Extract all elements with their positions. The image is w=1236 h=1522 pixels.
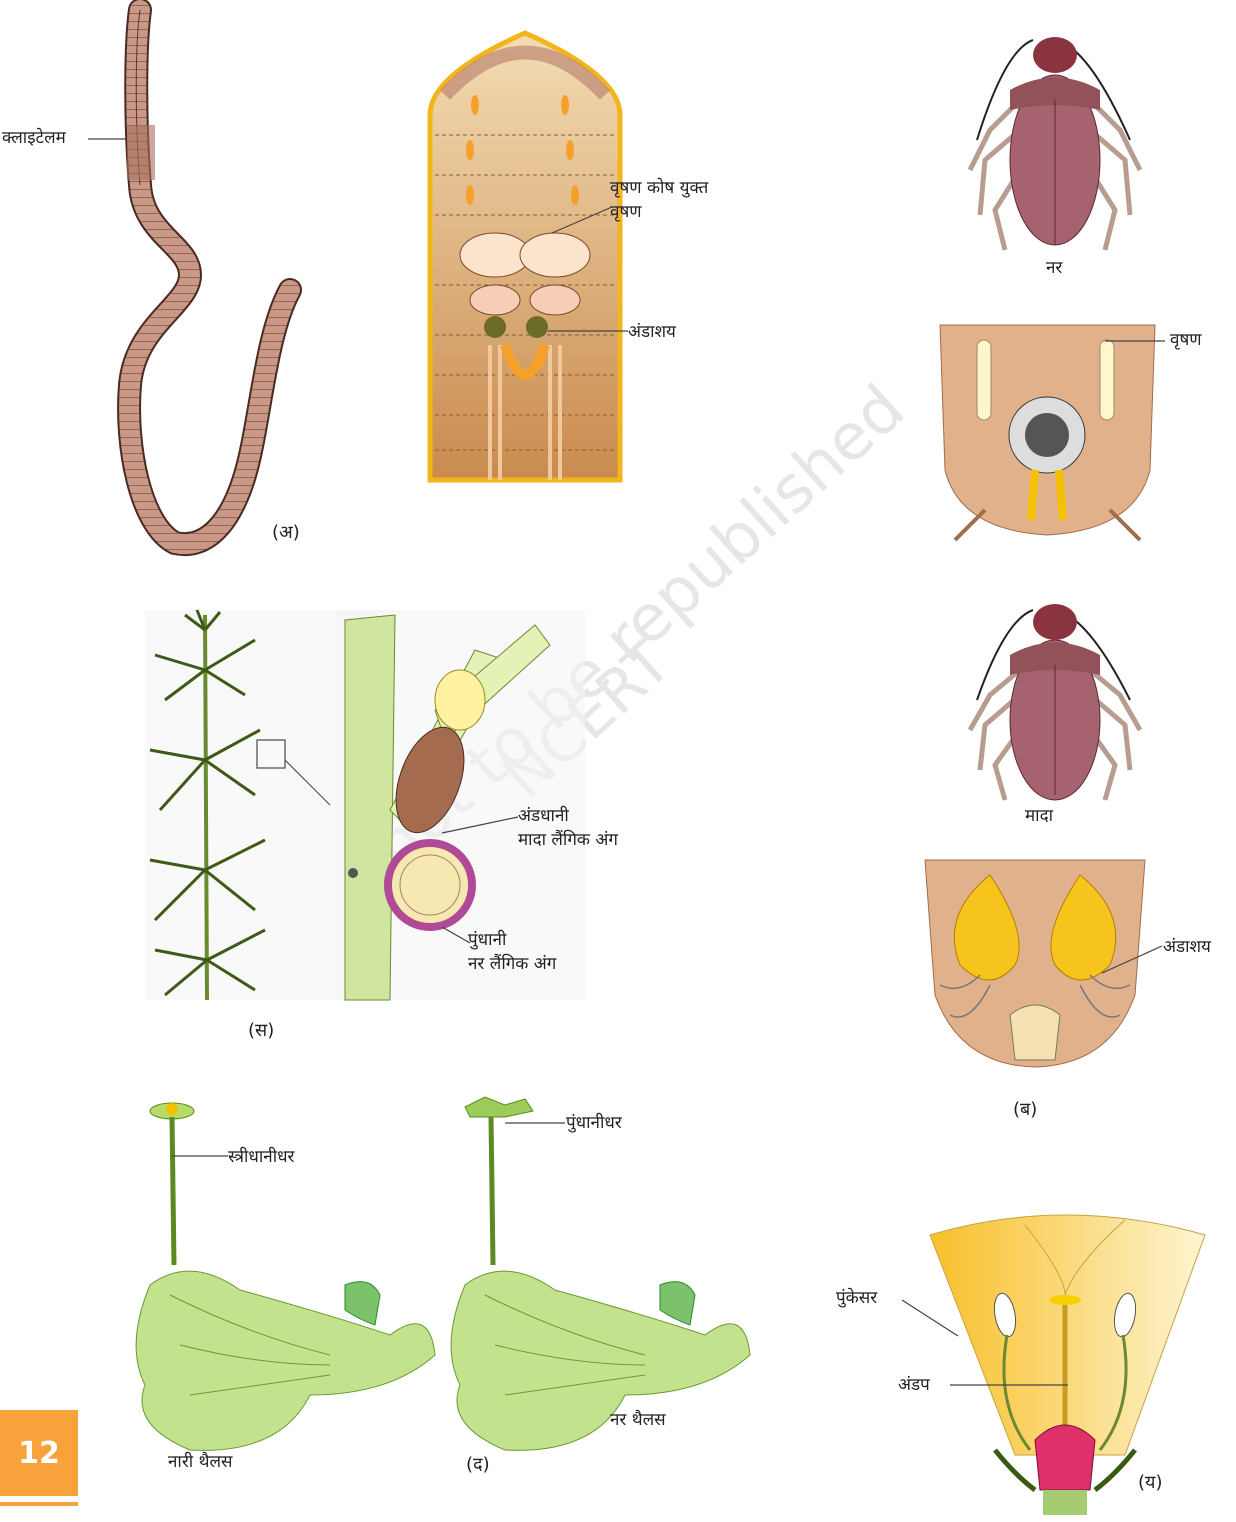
cockroach-male-figure bbox=[965, 10, 1145, 255]
earthworm-dissection-figure bbox=[425, 25, 625, 485]
earthworm-body-figure bbox=[95, 5, 325, 550]
pistil-leader bbox=[950, 1384, 1070, 1388]
antheridium-leader bbox=[440, 925, 472, 945]
seminal-vesicle-label: वृषण कोष युक्त bbox=[610, 178, 708, 198]
earthworm-caption: (अ) bbox=[272, 520, 300, 544]
clitellum-leader bbox=[88, 138, 128, 142]
flower-section-figure bbox=[925, 1205, 1210, 1515]
cockroach-ovary-label: अंडाशय bbox=[1163, 937, 1211, 957]
stamen-leader bbox=[900, 1298, 960, 1338]
page-number: 12 bbox=[0, 1410, 78, 1496]
earthworm-ovary-label: अंडाशय bbox=[628, 322, 676, 342]
page-number-rule bbox=[0, 1502, 78, 1506]
earthworm-ovary-leader bbox=[548, 330, 630, 334]
male-label: नर bbox=[1046, 258, 1062, 278]
female-thallus-label: नारी थैलस bbox=[168, 1452, 232, 1472]
testis-leader bbox=[550, 205, 614, 235]
antheridiophore-label: पुंधानीधर bbox=[566, 1113, 622, 1133]
male-thallus-label: नर थैलस bbox=[610, 1410, 666, 1430]
archegoniophore-label: स्त्रीधानीधर bbox=[228, 1147, 295, 1167]
male-sex-organ-label: नर लैंगिक अंग bbox=[468, 954, 556, 974]
marchantia-caption: (द) bbox=[466, 1452, 490, 1476]
flower-caption: (य) bbox=[1138, 1470, 1163, 1494]
antheridiophore-leader bbox=[505, 1122, 567, 1126]
marchantia-male-figure bbox=[445, 1095, 765, 1465]
oogonium-label: अंडधानी bbox=[518, 806, 569, 826]
archegoniophore-leader bbox=[172, 1155, 230, 1159]
pistil-label: अंडप bbox=[898, 1375, 930, 1395]
oogonium-leader bbox=[440, 815, 520, 835]
cockroach-female-figure bbox=[965, 580, 1145, 805]
antheridium-label: पुंधानी bbox=[468, 930, 506, 950]
female-label: मादा bbox=[1025, 806, 1053, 826]
cockroach-ovary-leader bbox=[1100, 945, 1164, 975]
female-sex-organ-label: मादा लैंगिक अंग bbox=[518, 830, 618, 850]
chara-caption: (स) bbox=[248, 1018, 274, 1042]
cockroach-testis-label: वृषण bbox=[1170, 330, 1202, 350]
cockroach-testis-leader bbox=[1105, 340, 1167, 344]
testis-label: वृषण bbox=[610, 202, 642, 222]
cockroach-male-abdomen-figure bbox=[935, 320, 1160, 550]
clitellum-label: क्लाइटेलम bbox=[2, 128, 66, 148]
cockroach-caption: (ब) bbox=[1013, 1097, 1037, 1121]
stamen-label: पुंकेसर bbox=[836, 1288, 877, 1308]
